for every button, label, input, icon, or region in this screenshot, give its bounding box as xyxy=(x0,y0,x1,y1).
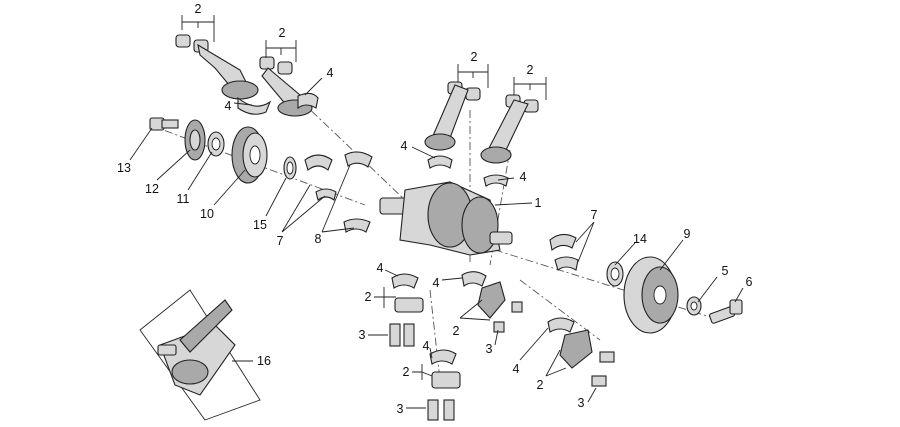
connecting-rod-upper-right-2 xyxy=(480,94,539,164)
connecting-rod-upper-right-1 xyxy=(424,81,481,151)
callout-7: 7 xyxy=(591,208,598,222)
callout-2: 2 xyxy=(195,2,202,16)
callout-4: 4 xyxy=(377,261,384,275)
callout-labels: 2 2 2 2 4 4 4 4 13 12 11 10 15 7 8 1 7 1… xyxy=(117,2,752,416)
callout-11: 11 xyxy=(177,192,190,206)
callout-3: 3 xyxy=(397,402,404,416)
callout-16: 16 xyxy=(257,354,271,368)
callout-4: 4 xyxy=(520,170,527,184)
callout-2: 2 xyxy=(453,324,460,338)
callout-4: 4 xyxy=(423,339,430,353)
callout-2: 2 xyxy=(279,26,286,40)
leader-lines xyxy=(129,15,744,409)
gear-10 xyxy=(231,126,268,184)
callout-3: 3 xyxy=(486,342,493,356)
callout-7: 7 xyxy=(277,234,284,248)
callout-3: 3 xyxy=(578,396,585,410)
washer-5 xyxy=(686,296,702,316)
callout-2: 2 xyxy=(537,378,544,392)
callout-9: 9 xyxy=(684,227,691,241)
sprocket-12 xyxy=(184,119,206,161)
seal-14 xyxy=(606,261,624,287)
callout-5: 5 xyxy=(722,264,729,278)
callout-14: 14 xyxy=(633,232,647,246)
connecting-rod-upper-left-1 xyxy=(175,34,259,100)
main-bearing-shells-7-left xyxy=(304,154,337,201)
callout-13: 13 xyxy=(117,161,131,175)
crankshaft-1 xyxy=(379,181,513,256)
callout-2: 2 xyxy=(471,50,478,64)
rod-cap-lower-center xyxy=(461,271,523,333)
main-bearing-shells-8 xyxy=(343,151,373,233)
callout-2: 2 xyxy=(365,290,372,304)
callout-12: 12 xyxy=(145,182,159,196)
bearing-shells-upper-right xyxy=(427,155,509,187)
callout-4: 4 xyxy=(327,66,334,80)
connecting-rod-upper-left-2 xyxy=(259,56,313,117)
callout-10: 10 xyxy=(200,207,214,221)
callout-4: 4 xyxy=(401,139,408,153)
main-bearing-shells-7-right xyxy=(549,233,579,271)
callout-2: 2 xyxy=(527,63,534,77)
flywheel-9 xyxy=(623,256,679,334)
callout-2: 2 xyxy=(403,365,410,379)
ring-15 xyxy=(283,156,297,180)
callout-4: 4 xyxy=(225,99,232,113)
rod-cap-lower-left-2 xyxy=(427,349,461,421)
callout-15: 15 xyxy=(253,218,267,232)
washer-11 xyxy=(207,131,225,157)
callout-8: 8 xyxy=(315,232,322,246)
bolt-6 xyxy=(709,299,743,324)
rod-cap-lower-left xyxy=(389,273,424,347)
callout-4: 4 xyxy=(513,362,520,376)
inset-assembly-16 xyxy=(139,289,261,421)
callout-1: 1 xyxy=(535,196,542,210)
callout-6: 6 xyxy=(746,275,753,289)
rod-cap-lower-right xyxy=(547,317,615,387)
callout-3: 3 xyxy=(359,328,366,342)
bolt-13 xyxy=(149,117,179,131)
callout-4: 4 xyxy=(433,276,440,290)
